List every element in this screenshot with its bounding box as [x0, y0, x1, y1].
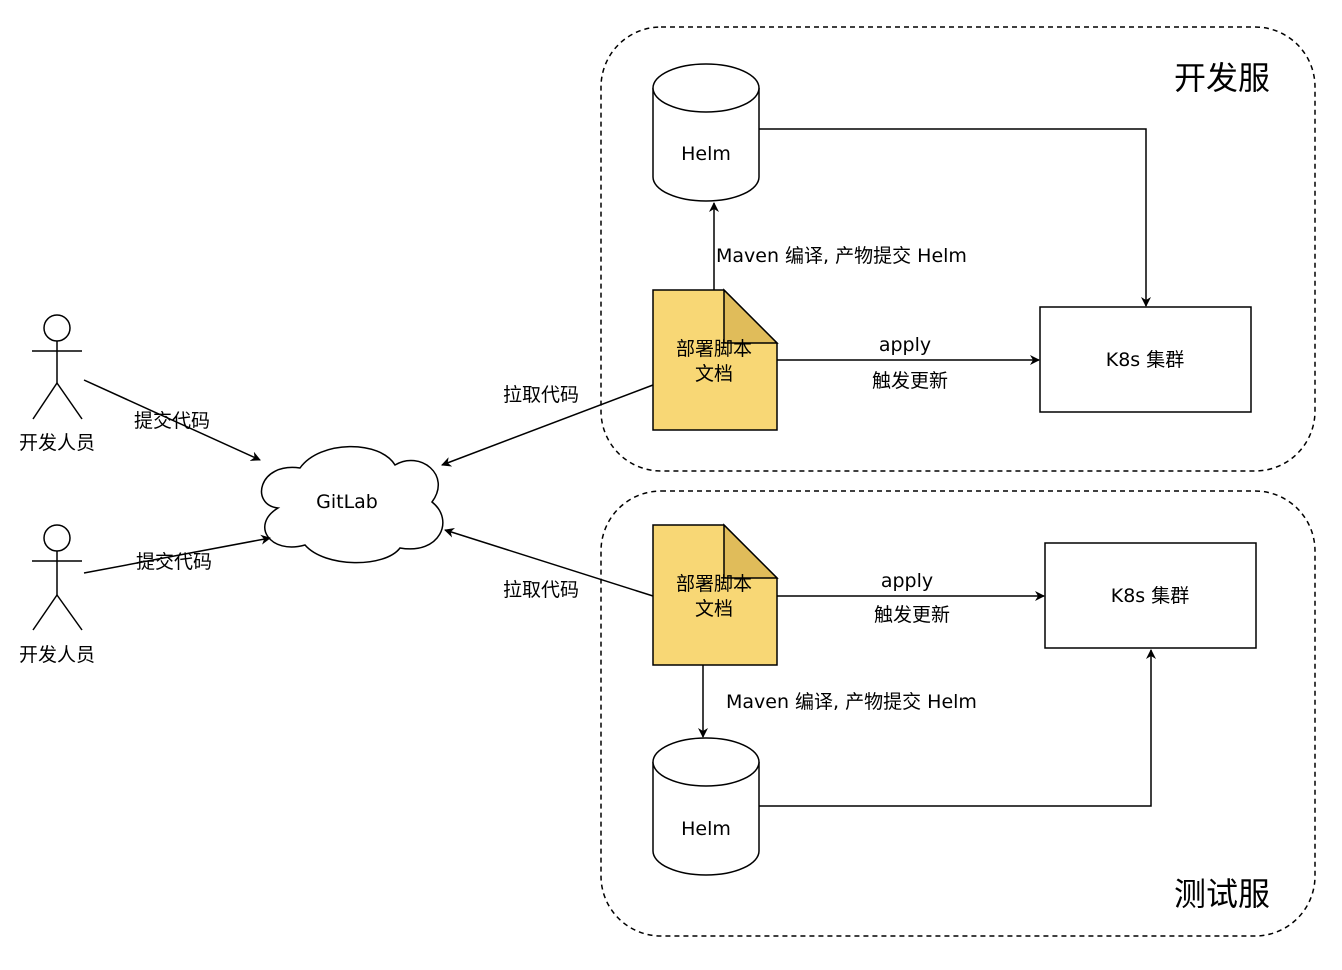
dev-build-label: Maven 编译, 产物提交 Helm — [716, 245, 967, 267]
dev-helm-label: Helm — [681, 143, 731, 165]
test-build-label: Maven 编译, 产物提交 Helm — [726, 691, 977, 713]
dev-helm-cylinder: Helm — [652, 63, 760, 202]
dev-environment: 开发服 — [600, 26, 1316, 472]
edge-test-helm-to-k8s — [759, 649, 1156, 807]
gitlab-label: GitLab — [316, 491, 378, 513]
test-helm-cylinder: Helm — [652, 737, 760, 876]
dev-k8s-label: K8s 集群 — [1106, 349, 1185, 371]
dev-apply-label: apply — [879, 334, 931, 356]
test-environment-title: 测试服 — [1174, 875, 1270, 913]
actor-developer-1 — [32, 314, 83, 420]
test-environment: 测试服 — [600, 490, 1316, 937]
edge-dev2-label: 提交代码 — [136, 551, 212, 573]
edge-dev-script-pull-gitlab — [441, 384, 654, 467]
dev-deploy-script-document: 部署脚本 文档 — [652, 288, 779, 431]
edge-dev-helm-to-k8s — [759, 128, 1151, 307]
test-k8s-label: K8s 集群 — [1111, 585, 1190, 607]
dev-trigger-label: 触发更新 — [872, 370, 948, 392]
test-k8s-cluster: K8s 集群 — [1044, 542, 1257, 649]
actor-developer-2 — [32, 524, 83, 631]
test-pull-label: 拉取代码 — [503, 579, 579, 601]
gitlab-cloud: GitLab — [260, 445, 444, 564]
edge-test-script-pull-gitlab — [444, 527, 654, 597]
dev-script-label-line1: 部署脚本 — [676, 338, 752, 360]
dev-script-label-line2: 文档 — [695, 363, 733, 385]
edge-dev1-to-gitlab — [83, 379, 261, 461]
actor-developer-2-label: 开发人员 — [19, 644, 95, 666]
test-helm-label: Helm — [681, 818, 731, 840]
test-trigger-label: 触发更新 — [874, 604, 950, 626]
dev-environment-title: 开发服 — [1174, 59, 1270, 97]
edge-dev2-to-gitlab — [83, 534, 271, 574]
test-script-label-line2: 文档 — [695, 598, 733, 620]
test-script-label-line1: 部署脚本 — [676, 573, 752, 595]
test-apply-label: apply — [881, 570, 933, 592]
dev-pull-label: 拉取代码 — [503, 384, 579, 406]
dev-k8s-cluster: K8s 集群 — [1039, 306, 1252, 413]
test-deploy-script-document: 部署脚本 文档 — [652, 523, 779, 666]
actor-developer-1-label: 开发人员 — [19, 432, 95, 454]
edge-dev1-label: 提交代码 — [134, 410, 210, 432]
